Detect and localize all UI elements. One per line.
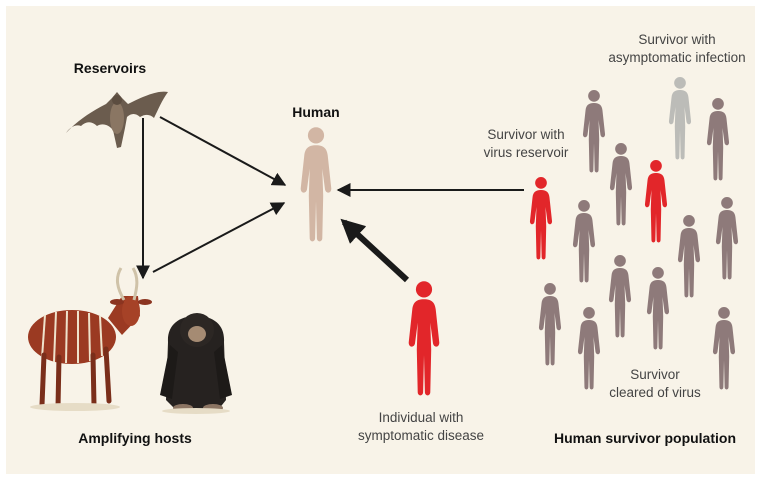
survivor-figure [539, 283, 561, 365]
label-amplifying-hosts: Amplifying hosts [55, 429, 215, 447]
label-individual-symptomatic: Individual with symptomatic disease [346, 409, 496, 445]
arrow-hosts-to-human [153, 203, 284, 272]
arrows [143, 117, 524, 280]
arrow-bat-to-human [160, 117, 285, 185]
survivor-figure [610, 143, 632, 225]
human-figure [301, 127, 332, 241]
arrow-individual-to-human [344, 222, 407, 280]
people [301, 77, 738, 395]
bat-icon [66, 92, 168, 148]
label-survivor-asymptomatic: Survivor with asymptomatic infection [592, 31, 761, 67]
survivor-figure [583, 90, 605, 172]
survivor-virus-reservoir-figure [530, 177, 552, 259]
label-survivor-cleared-line2: cleared of virus [585, 384, 725, 402]
antelope-icon [28, 268, 152, 411]
survivor-asymptomatic-figure [669, 77, 691, 159]
label-survivor-asymptomatic-line2: asymptomatic infection [592, 49, 761, 67]
individual-symptomatic-figure [409, 281, 440, 395]
label-survivor-cleared-line1: Survivor [585, 366, 725, 384]
survivor-figure [716, 197, 738, 279]
label-human: Human [276, 103, 356, 121]
survivor-figure [707, 98, 729, 180]
label-survivor-virus-reservoir: Survivor with virus reservoir [470, 126, 582, 162]
survivor-figure [573, 200, 595, 282]
label-survivor-virus-reservoir-line1: Survivor with [470, 126, 582, 144]
label-reservoirs: Reservoirs [60, 59, 160, 77]
survivor-infected-figure-2 [645, 160, 667, 242]
label-individual-line2: symptomatic disease [346, 427, 496, 445]
survivor-figure [647, 267, 669, 349]
label-human-survivor-population: Human survivor population [535, 429, 755, 447]
label-survivor-asymptomatic-line1: Survivor with [592, 31, 761, 49]
survivor-figure [609, 255, 631, 337]
label-survivor-cleared: Survivor cleared of virus [585, 366, 725, 402]
chimpanzee-icon [160, 313, 232, 414]
survivor-figure [678, 215, 700, 297]
label-individual-line1: Individual with [346, 409, 496, 427]
label-survivor-virus-reservoir-line2: virus reservoir [470, 144, 582, 162]
